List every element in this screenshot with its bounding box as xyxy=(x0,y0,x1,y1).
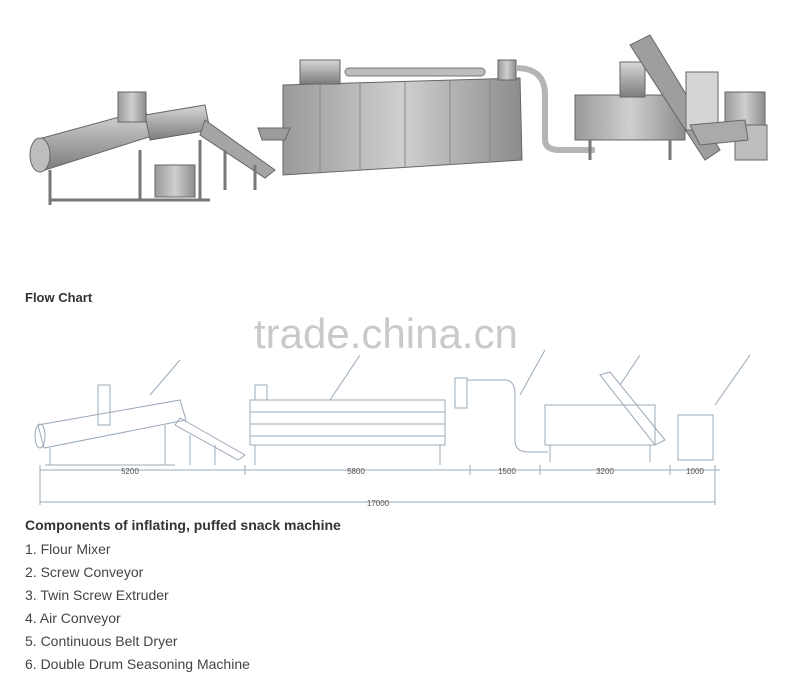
flow-chart-drawing: 5200 5800 1500 3200 1000 17000 xyxy=(34,349,751,508)
dim-1000: 1000 xyxy=(686,467,704,476)
list-item: 3. Twin Screw Extruder xyxy=(25,587,169,603)
twin-screw-extruder xyxy=(574,34,768,161)
list-item: 2. Screw Conveyor xyxy=(25,564,144,580)
components-list: 1. Flour Mixer 2. Screw Conveyor 3. Twin… xyxy=(25,540,250,678)
list-item: 5. Continuous Belt Dryer xyxy=(25,633,178,649)
dim-1500: 1500 xyxy=(498,467,516,476)
flow-chart-title: Flow Chart xyxy=(25,290,93,305)
list-item: 6. Double Drum Seasoning Machine xyxy=(25,656,250,672)
dim-5200: 5200 xyxy=(121,467,139,476)
dim-total: 17000 xyxy=(367,499,390,508)
seasoning-drum-machine xyxy=(29,91,276,205)
list-item: 4. Air Conveyor xyxy=(25,610,121,626)
list-item: 1. Flour Mixer xyxy=(25,541,111,557)
dim-5800: 5800 xyxy=(347,467,365,476)
components-title: Components of inflating, puffed snack ma… xyxy=(25,517,341,533)
dim-3200: 3200 xyxy=(596,467,614,476)
production-line-photo xyxy=(29,34,768,205)
watermark-text: trade.china.cn xyxy=(254,310,518,357)
belt-dryer xyxy=(257,59,595,176)
